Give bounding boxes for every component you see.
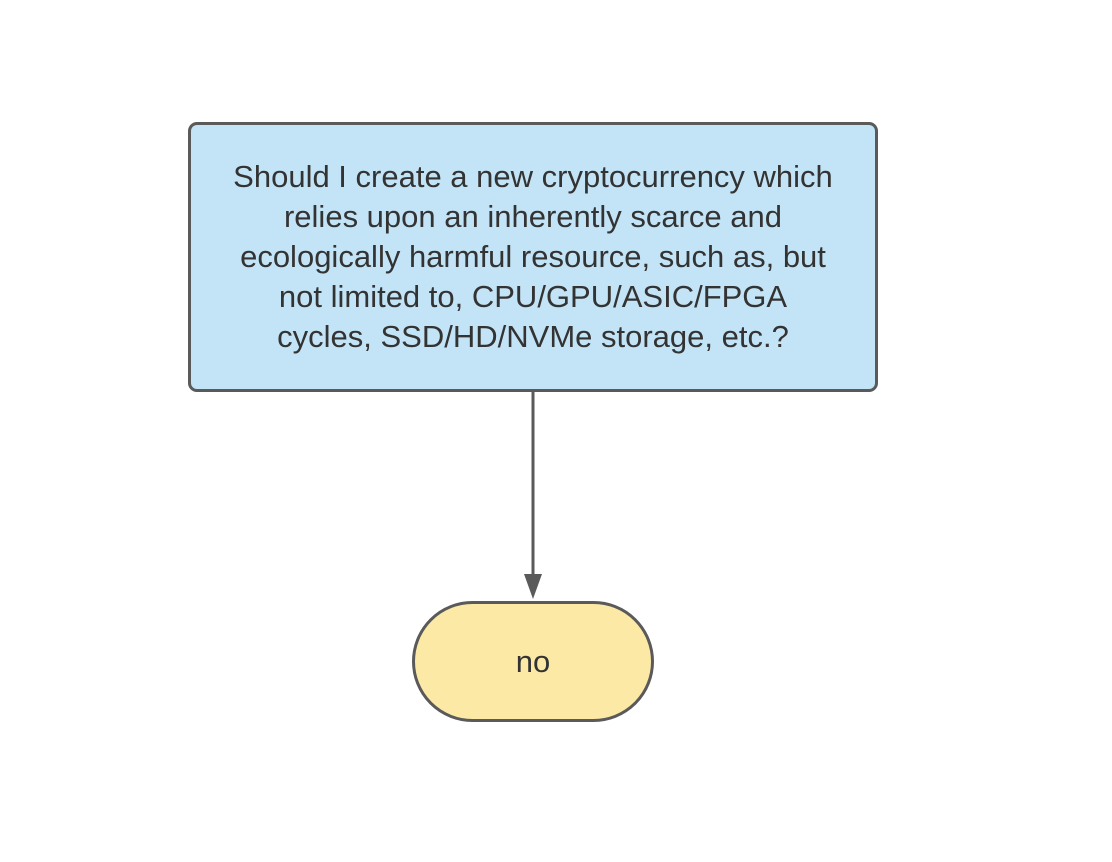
answer-text: no: [515, 643, 551, 679]
arrowhead-icon: [524, 574, 542, 599]
question-text: Should I create a new cryptocurrency whi…: [233, 159, 833, 354]
question-process-box: Should I create a new cryptocurrency whi…: [188, 122, 878, 392]
answer-terminal-box: no: [412, 601, 654, 722]
